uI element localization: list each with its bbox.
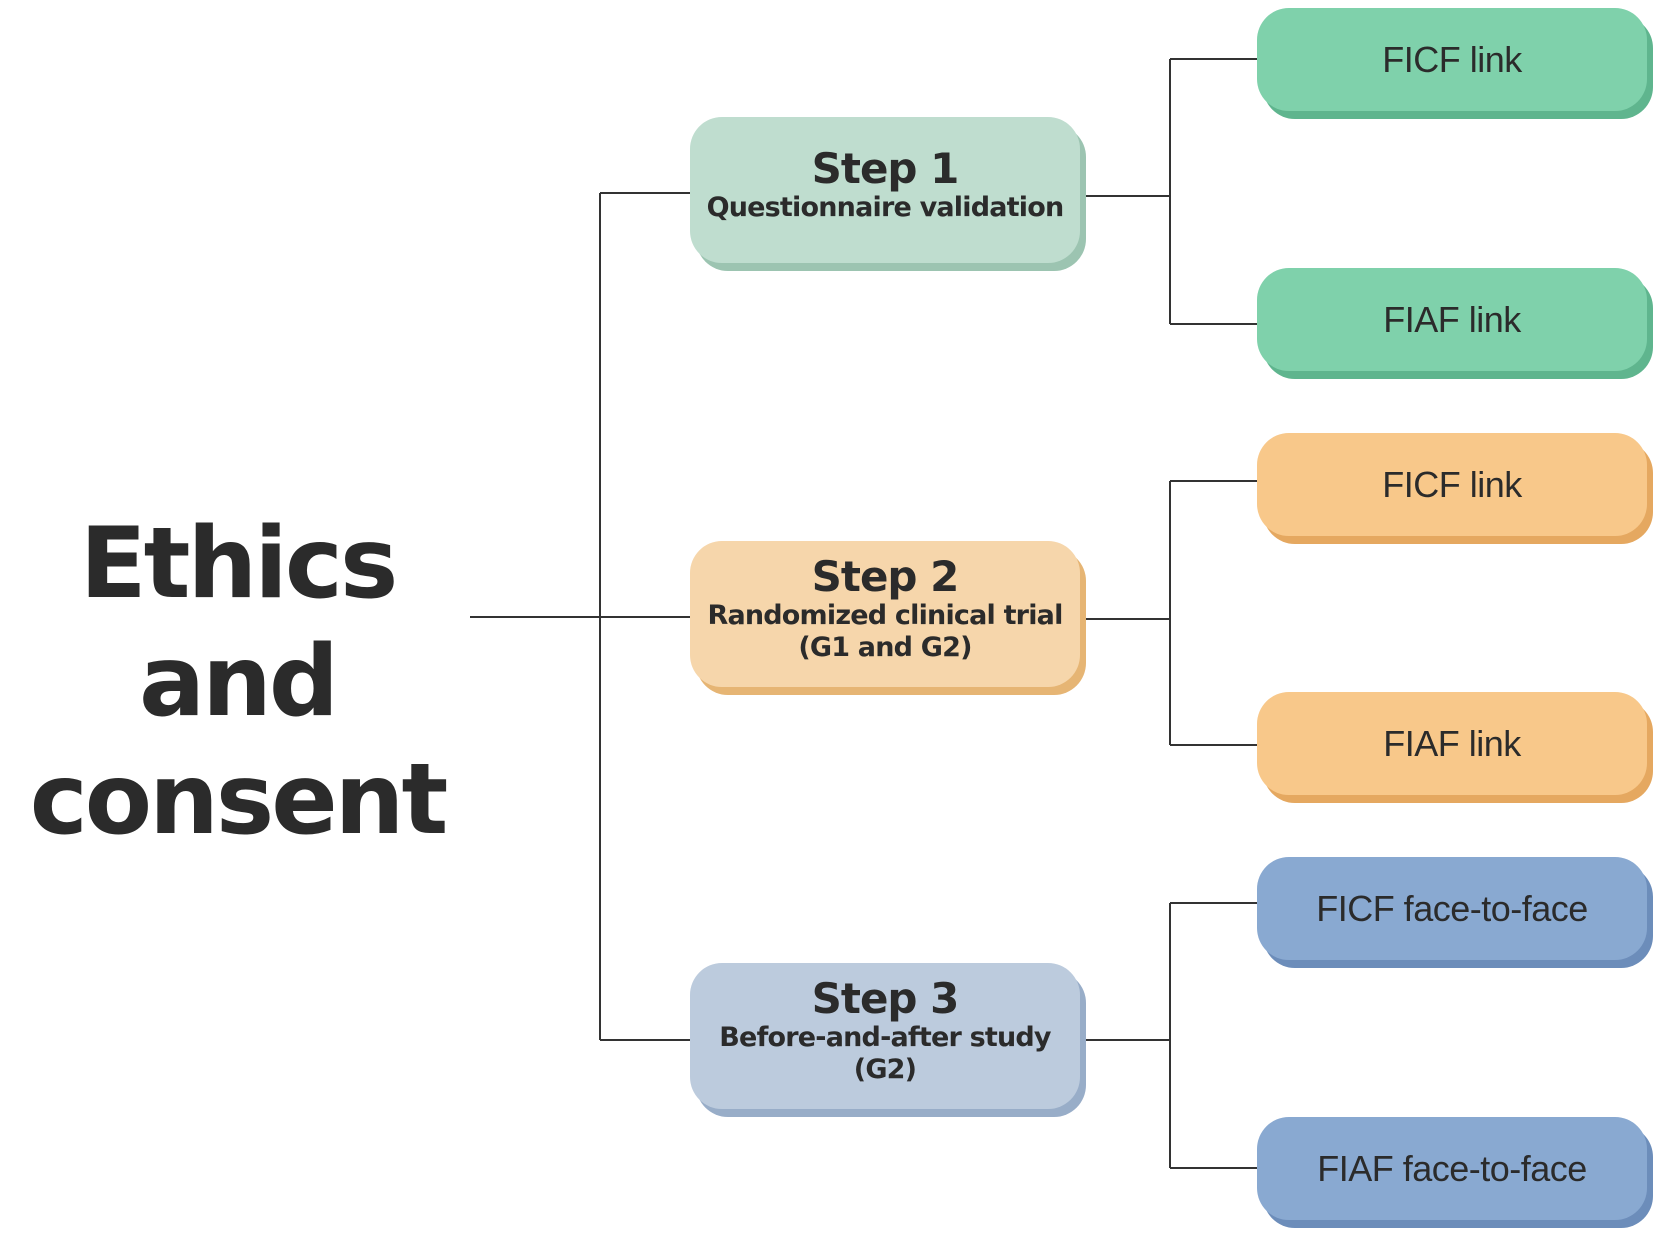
step-2-leaf-fiaf-label: FIAF link (1383, 722, 1521, 764)
step-1-title: Step 1 (811, 144, 960, 193)
step-1-leaf-fiaf: FIAF link (1257, 268, 1647, 371)
step-2-leaf-fiaf: FIAF link (1257, 692, 1647, 795)
step-3-leaf-ficf-label: FICF face-to-face (1316, 887, 1588, 929)
step-2-box: Step 2 Randomized clinical trial (G1 and… (690, 541, 1080, 687)
step-3-leaf-fiaf: FIAF face-to-face (1257, 1117, 1647, 1220)
step-2-title: Step 2 (811, 552, 960, 601)
step-2-leaf-ficf: FICF link (1257, 433, 1647, 536)
step-2-subtitle: Randomized clinical trial (G1 and G2) (707, 600, 1063, 663)
root-title: Ethics and consent (29, 507, 449, 857)
step-3-subtitle: Before-and-after study (G2) (719, 1022, 1051, 1085)
step-3-title: Step 3 (811, 974, 960, 1023)
step-1-leaf-ficf-label: FICF link (1382, 38, 1522, 80)
step-3-leaf-fiaf-label: FIAF face-to-face (1317, 1147, 1587, 1189)
step-1-leaf-ficf: FICF link (1257, 8, 1647, 111)
step-1-subtitle: Questionnaire validation (706, 192, 1065, 223)
step-2-leaf-ficf-label: FICF link (1382, 463, 1522, 505)
step-3-leaf-ficf: FICF face-to-face (1257, 857, 1647, 960)
step-3-box: Step 3 Before-and-after study (G2) (690, 963, 1080, 1109)
step-1-leaf-fiaf-label: FIAF link (1383, 298, 1521, 340)
step-1-box: Step 1 Questionnaire validation (690, 117, 1080, 263)
